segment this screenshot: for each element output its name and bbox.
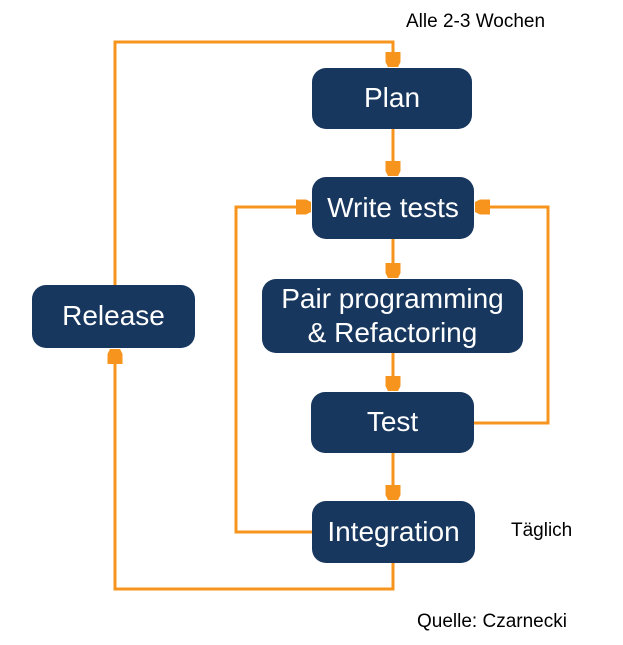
edge-test-to-write-tests — [474, 207, 550, 425]
edge-integration-to-write-tests — [234, 207, 312, 534]
node-integration-label: Integration — [327, 515, 460, 547]
node-write-tests-label: Write tests — [327, 191, 459, 223]
cycle-interval-label: Alle 2-3 Wochen — [406, 11, 546, 32]
node-integration: Integration — [312, 501, 475, 563]
daily-interval-label: Täglich — [511, 520, 573, 541]
node-write-tests: Write tests — [312, 177, 474, 239]
node-release: Release — [32, 285, 195, 348]
node-test: Test — [311, 392, 474, 453]
node-release-label: Release — [62, 300, 165, 332]
node-plan: Plan — [312, 68, 472, 129]
node-plan-label: Plan — [363, 82, 421, 114]
edge-integration-to-release — [115, 352, 395, 591]
node-test-label: Test — [366, 406, 419, 438]
node-pair-programming-line2: & Refactoring — [307, 317, 478, 348]
node-pair-programming: Pair programming & Refactoring — [262, 279, 523, 353]
node-pair-programming-line1: Pair programming — [281, 282, 504, 314]
edge-release-to-plan — [113, 40, 393, 285]
source-credit-label: Quelle: Czarnecki — [417, 611, 567, 632]
